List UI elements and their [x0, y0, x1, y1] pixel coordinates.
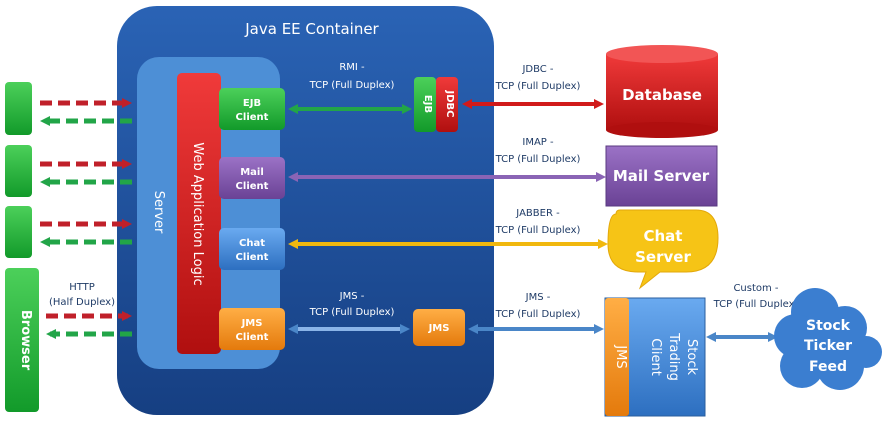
jabber-label-2: TCP (Full Duplex): [495, 225, 581, 236]
jms-inner-label-2: TCP (Full Duplex): [309, 307, 395, 318]
browser-box-main: [5, 268, 39, 412]
chat-client-label-2: Client: [236, 252, 269, 263]
jms-client-box: [219, 308, 285, 350]
mail-client-label-2: Client: [236, 181, 269, 192]
jms-client-label-2: Client: [236, 332, 269, 343]
chat-server-bubble: [607, 209, 719, 290]
jms-outer-label-2: TCP (Full Duplex): [495, 309, 581, 320]
jms-broker-label: JMS: [428, 323, 450, 334]
browser-box-1: [5, 82, 32, 135]
ejb-client-label-2: Client: [236, 112, 269, 123]
server-label: Server: [151, 191, 166, 234]
database-label: Database: [622, 86, 702, 104]
chat-client-label-1: Chat: [239, 238, 265, 249]
mail-client-box: [219, 157, 285, 199]
jdbc-label-2: TCP (Full Duplex): [495, 81, 581, 92]
jms-client-label-1: JMS: [241, 318, 263, 329]
http-label-1: HTTP: [69, 282, 95, 293]
jdbc-label-1: JDBC -: [521, 64, 553, 75]
stock-ticker-cloud-icon: [774, 288, 882, 390]
ejb-box-label: EJB: [422, 95, 433, 113]
mail-server-label: Mail Server: [613, 167, 710, 185]
web-logic-box: [177, 73, 221, 354]
ticker-label-2: Ticker: [804, 338, 852, 354]
ticker-label-3: Feed: [809, 359, 847, 375]
jms-inner-label-1: JMS -: [339, 291, 365, 302]
chat-server-label-1: Chat: [644, 227, 683, 245]
jdbc-box: [436, 77, 458, 132]
ticker-label-1: Stock: [806, 318, 851, 334]
ejb-box: [414, 77, 436, 132]
custom-label-1: Custom -: [733, 283, 778, 294]
imap-label-2: TCP (Full Duplex): [495, 154, 581, 165]
rmi-label-1: RMI -: [339, 62, 365, 73]
http-dashed-arrows: [40, 98, 132, 339]
stock-client-label-1: Stock: [684, 339, 699, 375]
jms-broker-box: [413, 309, 465, 346]
jms-outer-label-1: JMS -: [525, 292, 551, 303]
stock-jms-label: JMS: [613, 344, 628, 368]
ejb-client-box: [219, 88, 285, 130]
mail-server-box: [605, 145, 718, 207]
stock-client-label-2: Trading: [666, 332, 681, 381]
browser-box-3: [5, 206, 32, 258]
browser-box-2: [5, 145, 32, 197]
database-icon: [606, 45, 718, 138]
stock-jms-box: [605, 298, 629, 416]
jdbc-box-label: JDBC: [444, 90, 455, 118]
chat-client-box: [219, 228, 285, 270]
chat-server-label-2: Server: [635, 248, 691, 266]
rmi-label-2: TCP (Full Duplex): [309, 80, 395, 91]
stock-client-label-3: Client: [648, 338, 663, 376]
ejb-client-label-1: EJB: [243, 98, 261, 109]
http-label-2: (Half Duplex): [49, 297, 115, 308]
browser-label: Browser: [18, 310, 33, 371]
web-logic-label: Web Application Logic: [190, 142, 205, 285]
jabber-label-1: JABBER -: [515, 208, 560, 219]
container-title: Java EE Container: [244, 20, 379, 38]
imap-label-1: IMAP -: [522, 137, 554, 148]
mail-client-label-1: Mail: [240, 167, 264, 178]
custom-label-2: TCP (Full Duplex): [713, 299, 799, 310]
